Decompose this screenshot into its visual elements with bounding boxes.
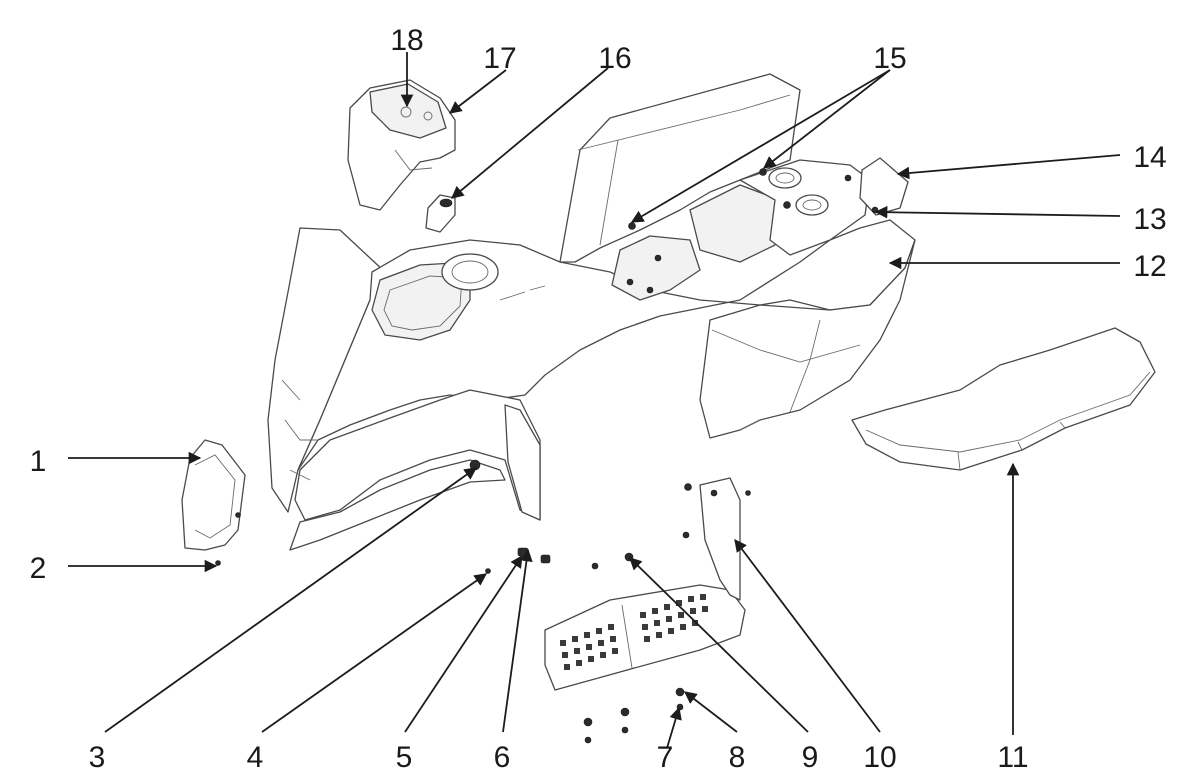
ignition-switch-part: [425, 194, 456, 233]
callout-4: 4: [247, 741, 264, 774]
seat-part: [851, 327, 1156, 471]
leader-15b: [763, 69, 891, 169]
callout-11: 11: [997, 741, 1028, 774]
footrest-part: [544, 477, 746, 691]
leader-3: [104, 467, 478, 733]
headlight-housing-part: [347, 79, 456, 211]
callout-2: 2: [30, 552, 47, 585]
callout-5: 5: [396, 741, 413, 774]
leader-13: [874, 205, 1121, 219]
callout-8: 8: [729, 741, 746, 774]
fastener-hardware: [469, 459, 751, 744]
callout-10: 10: [863, 741, 896, 774]
callout-16: 16: [598, 42, 631, 75]
leader-15a: [630, 69, 891, 223]
leader-8: [684, 691, 738, 733]
tread-pattern: [560, 594, 708, 670]
leader-10: [734, 538, 881, 733]
front-fender-body: [267, 219, 916, 551]
callout-12: 12: [1133, 250, 1166, 283]
leader-7: [666, 706, 682, 749]
callout-7: 7: [657, 741, 674, 774]
callout-13: 13: [1133, 203, 1166, 236]
leader-17: [449, 69, 507, 114]
leader-5: [404, 554, 523, 733]
callout-6: 6: [494, 741, 511, 774]
leader-14: [896, 154, 1121, 180]
leader-lines: [68, 52, 1121, 749]
callout-9: 9: [802, 741, 819, 774]
leader-16: [451, 67, 609, 199]
rear-fender-top: [559, 73, 909, 301]
callout-14: 14: [1133, 141, 1166, 174]
callout-15: 15: [873, 42, 906, 75]
callout-17: 17: [483, 42, 516, 75]
leader-9: [629, 557, 809, 733]
callout-3: 3: [89, 741, 106, 774]
leader-6: [502, 548, 533, 733]
leader-4: [261, 573, 488, 733]
callout-labels: 1 2 3 4 5 6 7 8 9 10 11 12 13 14 15 16 1…: [30, 24, 1167, 774]
callout-1: 1: [30, 445, 47, 478]
callout-18: 18: [390, 24, 423, 57]
